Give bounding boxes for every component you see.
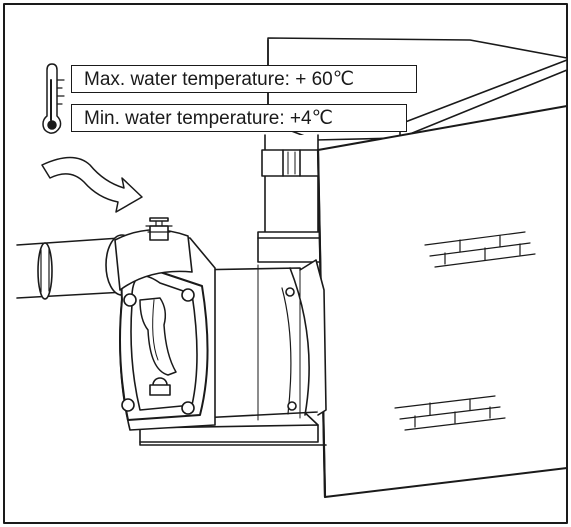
thermometer-icon [42, 63, 65, 134]
cabinet [316, 105, 568, 499]
min-water-temperature-label: Min. water temperature: +4℃ [71, 104, 407, 132]
pump-body [114, 217, 327, 431]
inlet-flow-arrow-icon [41, 156, 143, 213]
max-water-temperature-label: Max. water temperature: + 60℃ [71, 65, 417, 93]
brick-texture-lower [394, 395, 506, 431]
brick-texture-upper [424, 231, 536, 268]
vertical-pipe [257, 134, 326, 263]
